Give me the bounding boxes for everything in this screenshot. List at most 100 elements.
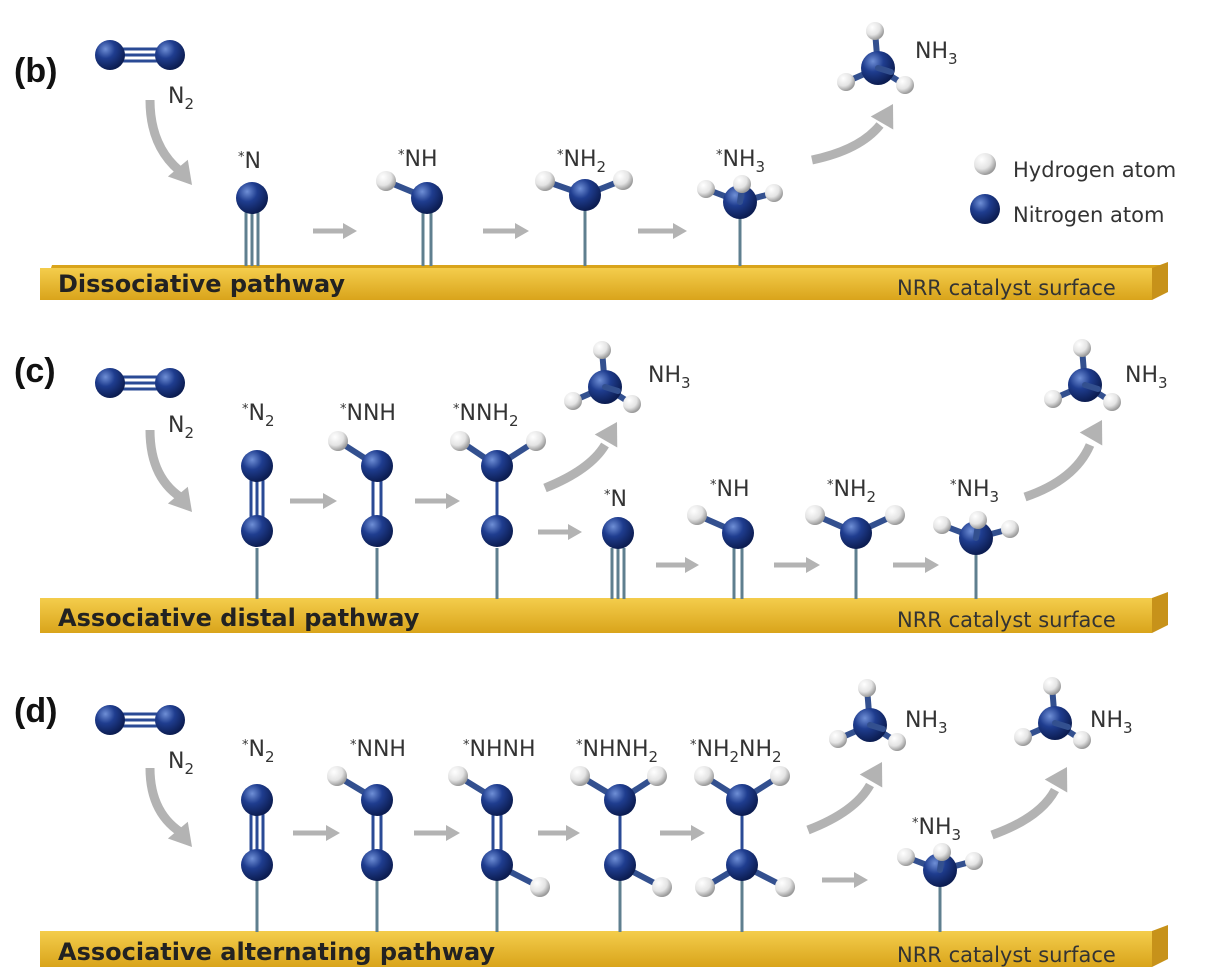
- hydrogen-atom: [770, 766, 790, 786]
- hydrogen-atom: [450, 431, 470, 451]
- hydrogen-atom: [775, 877, 795, 897]
- n-h-bond: [602, 384, 621, 394]
- hydrogen-atom: [866, 22, 884, 40]
- desorb-arrow-b: [811, 122, 884, 165]
- step-label-b-1: *N: [238, 149, 261, 174]
- arrow-head: [323, 493, 337, 509]
- d-N2-top: [241, 784, 273, 816]
- gas-n2-d-n1: [95, 705, 125, 735]
- arrow-head: [685, 557, 699, 573]
- b-NH2: [569, 179, 601, 211]
- n-h-bond: [867, 722, 886, 732]
- hydrogen-atom: [623, 395, 641, 413]
- arrow-head: [1079, 420, 1103, 446]
- step-label-d-1: *N2: [242, 737, 275, 766]
- product-label-b: NH3: [915, 39, 958, 68]
- hydrogen-atom: [965, 852, 983, 870]
- gas-label-b: N2: [168, 84, 194, 113]
- hydrogen-atom: [1044, 390, 1062, 408]
- label-layer: N2*N*NH*NH2*NH3NH3N2*N2*NNH*NNH2NH3*N*NH…: [168, 39, 1168, 844]
- product-label-d-2: NH3: [1090, 708, 1133, 737]
- product-label-c-1: NH3: [648, 363, 691, 392]
- b-N: [236, 182, 268, 214]
- hydrogen-atom: [933, 516, 951, 534]
- desorb-arrow-c-1: [543, 442, 609, 493]
- hydrogen-atom: [1043, 677, 1061, 695]
- legend-hydrogen-label: Hydrogen atom: [1013, 158, 1176, 182]
- d-NNH-bottom: [361, 849, 393, 881]
- arrow-head: [568, 524, 582, 540]
- hydrogen-atom: [969, 511, 987, 529]
- adsorb-arrow-c: [145, 429, 188, 504]
- d-NH2NH2-top: [726, 784, 758, 816]
- hydrogen-atom: [896, 76, 914, 94]
- product-label-c-2: NH3: [1125, 363, 1168, 392]
- c-NNH2-top: [481, 450, 513, 482]
- d-NHNH-bottom: [481, 849, 513, 881]
- hydrogen-atom: [376, 171, 396, 191]
- c-NNH-top: [361, 450, 393, 482]
- hydrogen-atom: [933, 843, 951, 861]
- legend: Hydrogen atom Nitrogen atom: [970, 153, 1176, 227]
- arrow-head: [854, 872, 868, 888]
- hydrogen-atom: [593, 341, 611, 359]
- hydrogen-atom: [1073, 731, 1091, 749]
- arrow-head: [167, 159, 192, 185]
- step-label-d-2: *NNH: [350, 737, 406, 762]
- n-h-bond: [1052, 720, 1071, 730]
- molecule-layer: [95, 22, 1121, 932]
- surface-label-b: NRR catalyst surface: [897, 276, 1116, 300]
- arrow-head: [167, 486, 192, 512]
- arrow-head: [446, 825, 460, 841]
- hydrogen-atom: [694, 766, 714, 786]
- legend-hydrogen-icon: [974, 153, 996, 175]
- arrow-head: [446, 493, 460, 509]
- hydrogen-atom: [530, 877, 550, 897]
- hydrogen-atom: [1103, 393, 1121, 411]
- c-N2-top: [241, 450, 273, 482]
- surface-c: [40, 592, 1168, 633]
- d-NHNH2-bottom: [604, 849, 636, 881]
- step-label-d-5: *NH2NH2: [690, 737, 782, 766]
- hydrogen-atom: [687, 505, 707, 525]
- step-label-d-4: *NHNH2: [576, 737, 658, 766]
- panel-letter-b: (b): [14, 52, 57, 90]
- arrow-head: [673, 223, 687, 239]
- arrow-head: [343, 223, 357, 239]
- step-label-b-2: *NH: [398, 147, 438, 172]
- step-label-c-5: *NH: [710, 477, 750, 502]
- hydrogen-atom: [535, 171, 555, 191]
- hydrogen-atom: [613, 170, 633, 190]
- hydrogen-atom: [448, 766, 468, 786]
- c-N: [602, 517, 634, 549]
- desorb-arrow-c-2: [1023, 443, 1095, 502]
- d-NH2NH2-bottom: [726, 849, 758, 881]
- surface-label-d: NRR catalyst surface: [897, 943, 1116, 967]
- step-label-c-2: *NNH: [340, 401, 396, 426]
- surface-label-c: NRR catalyst surface: [897, 608, 1116, 632]
- hydrogen-atom: [765, 184, 783, 202]
- hydrogen-atom: [858, 679, 876, 697]
- arrow-head: [167, 821, 192, 847]
- arrow-head: [566, 825, 580, 841]
- c-NH2: [840, 517, 872, 549]
- c-NNH2-bottom: [481, 515, 513, 547]
- gas-n2-d-n2: [155, 705, 185, 735]
- gas-n2-b-n1: [95, 40, 125, 70]
- hydrogen-atom: [888, 733, 906, 751]
- gas-n2-c-n1: [95, 368, 125, 398]
- arrow-head: [925, 557, 939, 573]
- gas-label-c: N2: [168, 413, 194, 442]
- arrow-head: [691, 825, 705, 841]
- arrow-head: [859, 762, 883, 788]
- gas-n2-b-n2: [155, 40, 185, 70]
- hydrogen-atom: [1073, 339, 1091, 357]
- hydrogen-atom: [837, 73, 855, 91]
- d-NHNH2-top: [604, 784, 636, 816]
- arrow-head: [870, 104, 894, 130]
- c-NNH-bottom: [361, 515, 393, 547]
- d-NHNH-top: [481, 784, 513, 816]
- desorb-arrow-d-2: [990, 787, 1059, 840]
- arrow-head: [806, 557, 820, 573]
- hydrogen-atom: [328, 431, 348, 451]
